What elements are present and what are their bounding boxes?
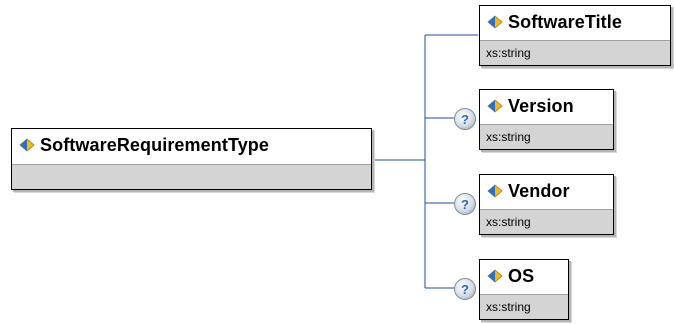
root-type-footer xyxy=(12,164,371,189)
element-name: SoftwareTitle xyxy=(508,11,622,32)
element-diamond-icon xyxy=(487,184,503,198)
element-type: xs:string xyxy=(480,209,613,234)
element-diamond-icon xyxy=(19,138,35,152)
element-header: OS xyxy=(480,260,568,292)
element-box-os[interactable]: OS xs:string xyxy=(479,259,569,320)
element-type: xs:string xyxy=(480,294,568,319)
element-diamond-icon xyxy=(487,99,503,113)
optional-badge-os: ? xyxy=(454,278,476,300)
element-name: OS xyxy=(508,265,535,286)
optional-badge-vendor: ? xyxy=(454,193,476,215)
element-box-vendor[interactable]: Vendor xs:string xyxy=(479,174,614,235)
element-type: xs:string xyxy=(480,40,670,65)
element-diamond-icon xyxy=(487,15,503,29)
root-type-header: SoftwareRequirementType xyxy=(12,129,371,161)
optional-badge-version: ? xyxy=(454,108,476,130)
root-type-box[interactable]: SoftwareRequirementType xyxy=(11,128,372,190)
element-type: xs:string xyxy=(480,124,613,149)
element-header: Vendor xyxy=(480,175,613,207)
element-box-version[interactable]: Version xs:string xyxy=(479,89,614,150)
element-box-softwaretitle[interactable]: SoftwareTitle xs:string xyxy=(479,5,671,66)
element-diamond-icon xyxy=(487,269,503,283)
element-name: Vendor xyxy=(508,180,570,201)
element-header: Version xyxy=(480,90,613,122)
element-header: SoftwareTitle xyxy=(480,6,670,38)
root-type-name: SoftwareRequirementType xyxy=(40,134,270,155)
element-name: Version xyxy=(508,95,574,116)
